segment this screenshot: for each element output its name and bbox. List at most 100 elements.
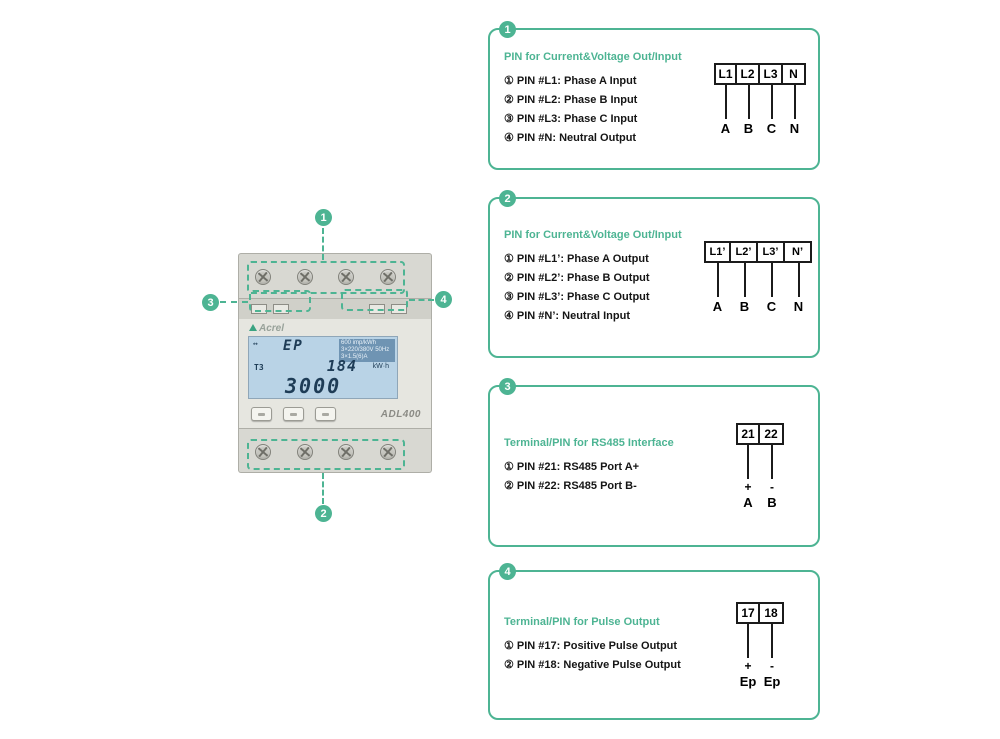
pin-item: ① PIN #21: RS485 Port A+: [504, 460, 640, 473]
terminal-column: L2 B: [737, 62, 760, 136]
model-label: ADL400: [380, 409, 421, 420]
terminal-column: 17 + Ep: [736, 601, 760, 689]
terminal-label: A: [720, 120, 731, 136]
terminal-lead-line: [771, 623, 773, 658]
terminal-column: N’ N: [785, 241, 812, 314]
terminal-box: L3: [760, 62, 783, 85]
terminal-label: B: [743, 120, 754, 136]
device-button-scroll: [283, 407, 304, 421]
terminal-label: C: [766, 120, 777, 136]
panel-3-badge: 3: [499, 378, 516, 395]
terminal-screw: [255, 444, 271, 460]
terminal-label: C: [766, 299, 777, 314]
terminal-screw: [338, 269, 354, 285]
terminal-box: L1: [714, 62, 737, 85]
terminal-polarity: +: [744, 658, 752, 673]
terminal-column: L1’ A: [704, 241, 731, 314]
lcd-value-secondary: 3000: [285, 374, 342, 398]
pin-item: ② PIN #22: RS485 Port B-: [504, 479, 637, 492]
pin-item: ① PIN #17: Positive Pulse Output: [504, 639, 678, 652]
panel-2-diagram: L1’ A L2’ B L3’ C N’ N: [704, 241, 818, 314]
terminal-lead-line: [797, 263, 800, 297]
terminal-box: 18: [760, 601, 784, 624]
device-front-face: Acrel ↔ EP 600 imp/kWh 3×220/380V 50Hz 3…: [238, 319, 432, 429]
panel-2-title: PIN for Current&Voltage Out/Input: [504, 229, 682, 241]
energy-meter-device: Acrel ↔ EP 600 imp/kWh 3×220/380V 50Hz 3…: [238, 253, 432, 473]
terminal-column: 22 - B: [760, 422, 784, 510]
panel-pulse-output: 4 Terminal/PIN for Pulse Output ① PIN #1…: [488, 563, 820, 720]
panel-2-badge: 2: [499, 190, 516, 207]
terminal-label: B: [767, 494, 777, 510]
terminal-lead-line: [770, 84, 773, 119]
terminal-box: N: [783, 62, 806, 85]
callout-line-4: [409, 299, 434, 301]
panel-3-diagram: 21 + A 22 - B: [708, 422, 818, 510]
terminal-column: 21 + A: [736, 422, 760, 510]
terminal-column: L2’ B: [731, 241, 758, 314]
bottom-terminal-strip: [238, 429, 432, 473]
terminal-column: N N: [783, 62, 806, 136]
callout-box-rs485-terminals: [249, 290, 311, 312]
terminal-column: 18 - Ep: [760, 601, 784, 689]
pin-item: ② PIN #L2: Phase B Input: [504, 93, 638, 106]
terminal-box: 17: [736, 601, 760, 624]
lcd-rating-line: 3×1.5(6)A: [341, 354, 368, 360]
terminal-box: 21: [736, 422, 760, 445]
callout-badge-2: 2: [315, 505, 332, 522]
panel-1-text: PIN for Current&Voltage Out/Input ① PIN …: [490, 51, 708, 148]
terminal-polarity: -: [770, 479, 774, 494]
pin-item: ④ PIN #N’: Neutral Input: [504, 310, 630, 322]
lcd-rating-text: 600 imp/kWh 3×220/380V 50Hz 3×1.5(6)A: [339, 339, 395, 362]
panel-1-diagram: L1 A L2 B L3 C N N: [708, 62, 818, 136]
panel-4-title: Terminal/PIN for Pulse Output: [504, 615, 660, 628]
terminal-box: 22: [760, 422, 784, 445]
terminal-box: L2’: [731, 241, 758, 263]
panel-4-badge: 4: [499, 563, 516, 580]
lcd-register-label: EP: [283, 338, 304, 354]
pin-item: ③ PIN #L3: Phase C Input: [504, 112, 638, 125]
callout-line-3: [220, 301, 248, 303]
lcd-display: ↔ EP 600 imp/kWh 3×220/380V 50Hz 3×1.5(6…: [248, 336, 398, 399]
callout-box-bottom-terminals: [247, 439, 405, 470]
terminal-label: N: [793, 299, 804, 314]
terminal-label: A: [712, 299, 723, 314]
terminal-lead-line: [716, 263, 719, 297]
rs485-terminal-slot: [273, 304, 289, 314]
terminal-box: L1’: [704, 241, 731, 263]
terminal-lead-line: [793, 84, 796, 119]
terminal-lead-line: [747, 84, 750, 119]
terminal-screw: [255, 269, 271, 285]
callout-badge-3: 3: [202, 294, 219, 311]
device-button-esc: [251, 407, 272, 421]
callout-box-top-terminals: [247, 261, 405, 294]
pin-item: ① PIN #L1: Phase A Input: [504, 74, 637, 87]
panel-rs485-interface: 3 Terminal/PIN for RS485 Interface ① PIN…: [488, 378, 820, 547]
device-button-enter: [315, 407, 336, 421]
brand-logo: Acrel: [249, 323, 284, 334]
panel-4-text: Terminal/PIN for Pulse Output ① PIN #17:…: [490, 616, 708, 675]
logo-leaf-icon: [249, 324, 257, 331]
panel-current-voltage-input: 1 PIN for Current&Voltage Out/Input ① PI…: [488, 21, 820, 170]
terminal-polarity: +: [744, 479, 752, 494]
panel-3-text: Terminal/PIN for RS485 Interface ① PIN #…: [490, 437, 708, 496]
panel-1-title: PIN for Current&Voltage Out/Input: [504, 50, 682, 63]
terminal-label: A: [743, 494, 753, 510]
callout-box-pulse-terminals: [341, 289, 408, 311]
terminal-column: L3’ C: [758, 241, 785, 314]
terminal-box: L2: [737, 62, 760, 85]
terminal-column: L3 C: [760, 62, 783, 136]
lcd-unit-label: kW·h: [372, 363, 389, 370]
panel-4-diagram: 17 + Ep 18 - Ep: [708, 601, 818, 689]
callout-line-1: [322, 228, 324, 260]
terminal-screw: [338, 444, 354, 460]
terminal-label: Ep: [739, 673, 757, 689]
terminal-polarity: -: [770, 658, 774, 673]
terminal-box: N’: [785, 241, 812, 263]
terminal-label: N: [789, 120, 800, 136]
lcd-rating-line: 600 imp/kWh: [341, 340, 377, 346]
terminal-lead-line: [747, 444, 749, 479]
callout-badge-4: 4: [435, 291, 452, 308]
terminal-lead-line: [747, 623, 749, 658]
terminal-screw: [297, 444, 313, 460]
